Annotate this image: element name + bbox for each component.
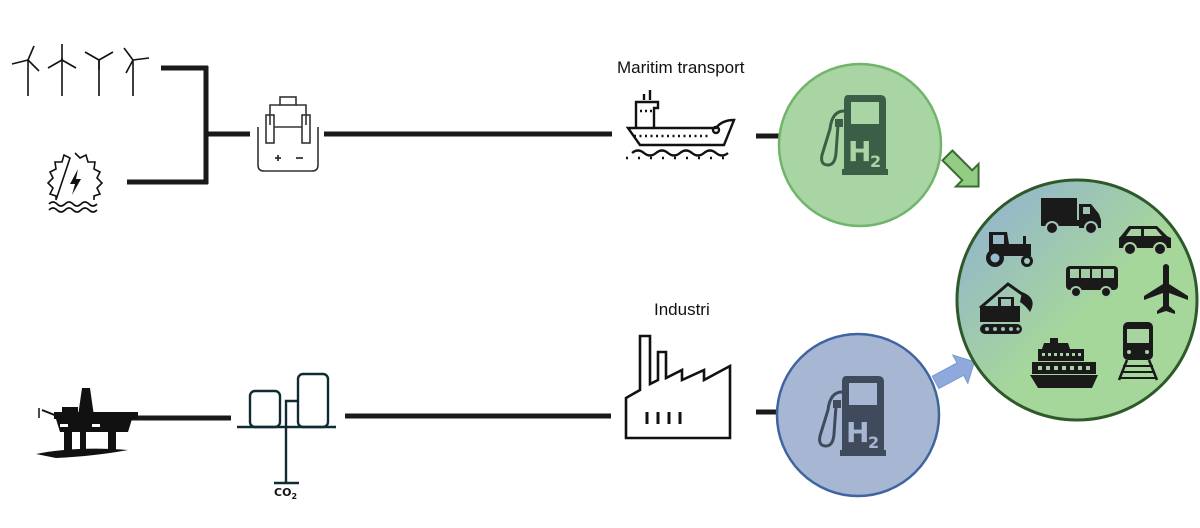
blue-arrow-icon [931, 354, 976, 390]
h2-subscript-blue: 2 [868, 433, 879, 452]
factory-icon [624, 334, 732, 440]
reformer-icon [237, 372, 336, 485]
train-icon [1117, 322, 1159, 381]
airplane-icon [1144, 264, 1188, 314]
electrolyser-icon [257, 96, 319, 172]
co2-label: CO2 [274, 486, 297, 501]
connector-lines-top [127, 65, 782, 185]
bus-icon [1066, 266, 1118, 298]
tractor-icon [986, 232, 1033, 267]
ship-icon [625, 90, 736, 160]
maritime-transport-label: Maritim transport [617, 58, 745, 77]
wind-turbines-icon [11, 44, 150, 96]
hydropower-icon [46, 152, 104, 213]
excavator-icon [979, 282, 1033, 334]
blue-hydrogen-pump-icon: H 2 [818, 376, 886, 456]
h2-subscript-green: 2 [870, 152, 881, 171]
ferry-icon [1030, 338, 1098, 388]
connector-lines-bottom [129, 409, 777, 421]
truck-icon [1041, 198, 1101, 235]
car-icon [1119, 226, 1171, 256]
industry-label: Industri [654, 300, 710, 319]
h2-label-green: H [848, 135, 871, 168]
h2-label-blue: H [846, 416, 869, 449]
offshore-platform-icon [36, 388, 138, 458]
green-hydrogen-pump-icon: H 2 [820, 95, 888, 175]
green-arrow-icon [941, 149, 980, 188]
co2-text: CO [274, 486, 292, 499]
co2-subscript: 2 [291, 492, 298, 502]
